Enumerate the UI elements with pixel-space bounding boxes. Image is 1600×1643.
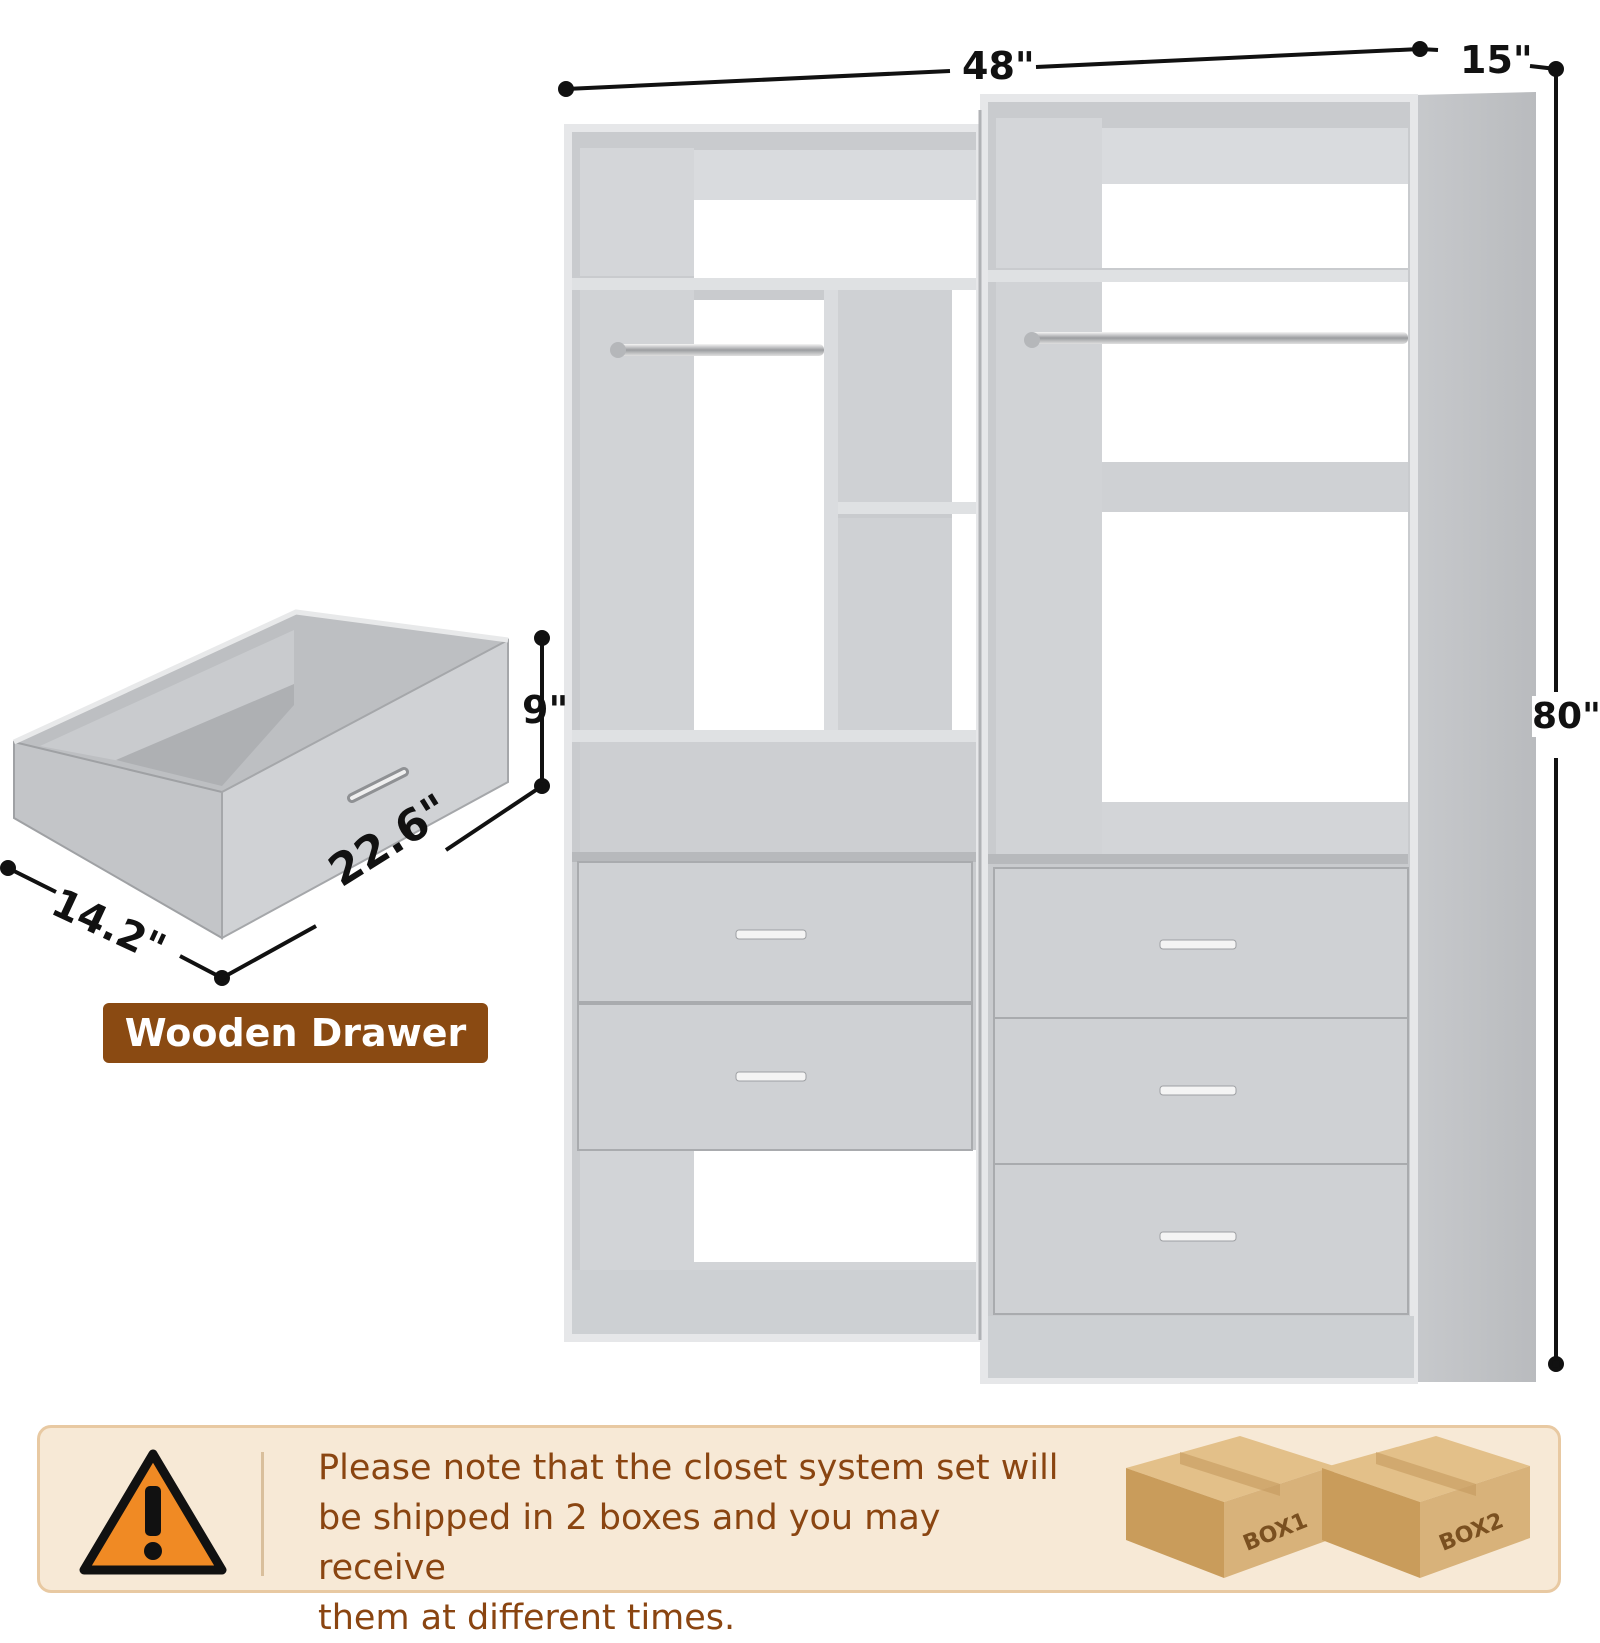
- drawer-illustration: [0, 609, 550, 986]
- drawer-height-label: 9": [522, 688, 569, 732]
- shipping-notice-panel: [37, 1425, 1561, 1593]
- box2-icon: [1322, 1436, 1530, 1578]
- notice-line-2: be shipped in 2 boxes and you may receiv…: [318, 1498, 941, 1588]
- depth-dimension-label: 15": [1460, 38, 1533, 82]
- left-drawers: [577, 861, 973, 1151]
- box1-icon: [1126, 1436, 1334, 1578]
- height-dimension-label: 80": [1532, 696, 1600, 737]
- shipping-boxes: [1126, 1436, 1530, 1578]
- warning-icon: [79, 1449, 227, 1575]
- width-dimension-label: 48": [962, 44, 1035, 88]
- wooden-drawer-badge: Wooden Drawer: [103, 1003, 488, 1063]
- notice-line-1: Please note that the closet system set w…: [318, 1448, 1059, 1488]
- right-drawers: [993, 867, 1409, 1315]
- notice-divider: [261, 1452, 264, 1576]
- notice-line-3: them at different times.: [318, 1598, 736, 1638]
- shipping-notice-text: Please note that the closet system set w…: [318, 1443, 1078, 1643]
- closet-illustration: [558, 41, 1564, 1384]
